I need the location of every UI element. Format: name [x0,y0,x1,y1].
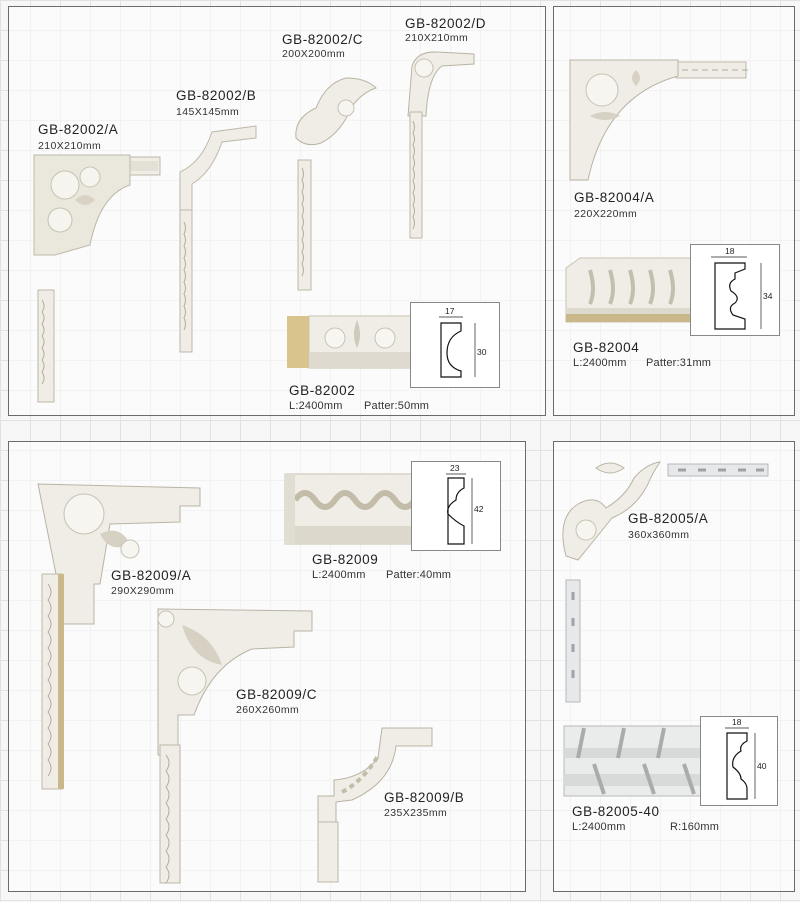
product-size: 360x360mm [628,529,690,541]
product-code: GB-82009/B [384,790,465,805]
product-code: GB-82002/B [176,88,257,103]
product-code: GB-82004 [573,340,640,355]
product-code: GB-82004/A [574,190,655,205]
product-code: GB-82009/A [111,568,192,583]
molding-section-82004 [565,257,693,323]
product-code: GB-82009 [312,552,379,567]
molding-strip-82005-vertical [565,579,581,703]
product-size: 290X290mm [111,585,175,597]
corner-molding-82002-d [407,51,475,239]
corner-molding-82009-a [37,483,201,790]
corner-molding-82009-b [317,727,433,883]
dimension-width: 23 [450,463,460,473]
product-size: 210X210mm [38,140,102,152]
profile-diagram-82009: 23 42 [411,461,501,551]
product-code: GB-82009/C [236,687,318,702]
product-size: 260X260mm [236,704,300,716]
profile-diagram-82004: 18 34 [690,244,780,336]
product-size: 145X145mm [176,106,240,118]
product-size: 220X220mm [574,208,638,220]
profile-diagram-82005-40: 18 40 [700,716,778,806]
product-code: GB-82005-40 [572,804,660,819]
product-size: 200X200mm [282,48,346,60]
molding-strip-82005-horizontal [667,463,769,477]
product-length: L:2400mm [572,821,626,833]
product-pattern: Patter:50mm [364,400,430,412]
product-code: GB-82002 [289,383,356,398]
molding-section-82002 [287,315,412,369]
dimension-height: 40 [757,761,767,771]
dimension-width: 18 [725,246,735,256]
dimension-height: 42 [474,504,484,514]
dimension-height: 30 [477,347,487,357]
dimension-width: 18 [732,717,742,727]
product-size: 210X210mm [405,32,469,44]
product-code: GB-82002/A [38,122,119,137]
dimension-width: 17 [445,306,455,316]
molding-section-82009 [284,473,418,545]
corner-molding-82002-b [179,125,257,353]
corner-molding-82004-a [569,59,748,181]
corner-molding-82005-a [562,461,662,561]
product-code: GB-82002/D [405,16,487,31]
profile-diagram-82002: 17 30 [410,302,500,388]
product-size: 235X235mm [384,807,448,819]
product-pattern: Patter:40mm [386,569,452,581]
product-length: L:2400mm [312,569,366,581]
corner-molding-82009-c [157,608,313,884]
corner-molding-82002-a [33,154,161,403]
product-length: L:2400mm [573,357,627,369]
product-pattern: Patter:31mm [646,357,712,369]
product-radius: R:160mm [670,821,720,833]
corner-molding-82002-c [295,77,377,291]
dimension-height: 34 [763,291,773,301]
product-code: GB-82005/A [628,511,709,526]
molding-section-82005-40 [563,725,705,797]
product-length: L:2400mm [289,400,343,412]
product-code: GB-82002/C [282,32,364,47]
